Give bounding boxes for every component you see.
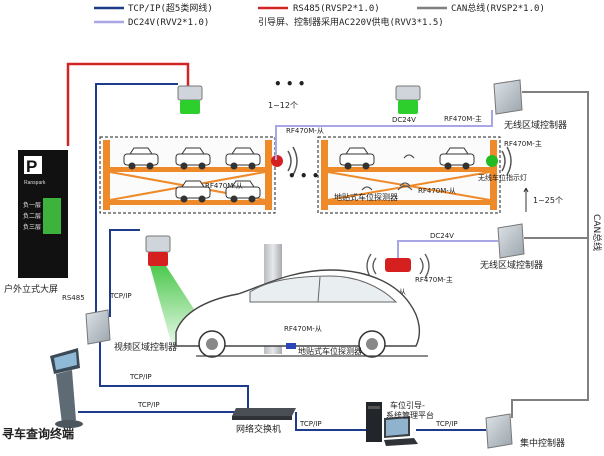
tcp-line-video xyxy=(109,229,140,317)
legend-can-text: CAN总线(RVSP2*1.0) xyxy=(451,2,545,14)
can-bus-line xyxy=(511,91,589,418)
signal-waves-left xyxy=(287,146,298,176)
rf-slave-label-car: RF470M-从 xyxy=(284,325,322,333)
tcpip-label-2: TCP/IP xyxy=(129,373,152,381)
wireless-controller-mid xyxy=(497,223,525,259)
query-terminal xyxy=(50,348,83,428)
dc24-line-top xyxy=(275,110,493,160)
screen-brand: Ranspark xyxy=(24,180,46,186)
central-controller xyxy=(485,413,513,449)
ground-detector-label-2: 地贴式车位探测器 xyxy=(298,346,362,356)
garage-cars xyxy=(123,147,475,203)
central-ctrl-label: 集中控制器 xyxy=(520,437,565,449)
video-area-controller xyxy=(85,309,111,345)
tcp-line-switch-left xyxy=(99,342,249,408)
video-ctrl-label: 视频区域控制器 xyxy=(114,341,177,353)
platform-label-1: 车位引导- xyxy=(390,400,425,410)
screen-logo: P xyxy=(26,157,37,176)
legend-tcp-text: TCP/IP(超5类网线) xyxy=(128,2,213,14)
wireless-controller-top xyxy=(493,79,523,115)
screen-row-2: 负二层 xyxy=(23,212,41,220)
outdoor-screen: P Ranspark 负一层 负二层 负三层 xyxy=(18,150,68,278)
dc24v-label-1: DC24V xyxy=(392,116,416,124)
signal-waves-indicator xyxy=(501,146,512,176)
tcpip-label-4: TCP/IP xyxy=(299,420,322,428)
indicator-label: 无线车位指示灯 xyxy=(478,173,527,182)
wireless-ctrl-label-1: 无线区域控制器 xyxy=(504,119,567,131)
green-indicator-light xyxy=(486,155,498,167)
rf-slave-label-1: RF470M-从 xyxy=(286,127,324,135)
guidance-screen-right xyxy=(395,85,421,114)
detector-waves xyxy=(361,154,415,191)
guidance-screen-left xyxy=(177,85,203,114)
rs485-line xyxy=(66,62,190,146)
screen-row-1: 负一层 xyxy=(23,201,41,209)
red-indicator-light xyxy=(271,155,283,167)
dots-top: • • • xyxy=(274,77,305,91)
can-bus-label: CAN总线 xyxy=(591,214,603,251)
rf-main-label-2: RF470M-主 xyxy=(504,139,542,148)
dc24-line-mid xyxy=(397,240,498,258)
outdoor-screen-label: 户外立式大屏 xyxy=(4,283,58,295)
query-terminal-label: 寻车查询终端 xyxy=(2,426,74,441)
count-25-label: 1~25个 xyxy=(533,196,563,205)
screen-row-3: 负三层 xyxy=(23,223,41,231)
management-server xyxy=(366,402,418,446)
switch-label: 网络交换机 xyxy=(236,423,281,435)
tcp-line-server xyxy=(295,412,366,431)
rf-slave-label-3: RF470M-从 xyxy=(418,187,456,195)
legend-dc24-text: DC24V(RVV2*1.0) xyxy=(128,18,209,28)
legend-rs485-text: RS485(RVSP2*1.0) xyxy=(293,4,380,14)
wireless-detector-mid xyxy=(366,253,430,279)
dc24v-label-2: DC24V xyxy=(430,232,454,240)
ground-detector-label-1: 地贴式车位探测器 xyxy=(334,192,398,202)
rf-slave-label-2: RF470M-从 xyxy=(205,182,243,190)
ground-detector-device xyxy=(286,343,296,349)
dots-mid: • • • xyxy=(288,169,319,183)
rf-main-label-3: RF470M-主 xyxy=(415,275,453,284)
wireless-ctrl-label-2: 无线区域控制器 xyxy=(480,259,543,271)
legend: TCP/IP(超5类网线) RS485(RVSP2*1.0) CAN总线(RVS… xyxy=(94,2,545,28)
tcpip-label-1: TCP/IP xyxy=(109,292,132,300)
legend-power-text: 引导屏、控制器采用AC220V供电(RVV3*1.5) xyxy=(258,16,444,28)
count-12-label: 1~12个 xyxy=(268,101,298,110)
network-switch xyxy=(232,408,296,420)
large-car xyxy=(175,269,421,358)
tcp-line-top xyxy=(95,83,178,313)
rf-main-label-1: RF470M-主 xyxy=(444,114,482,123)
tcpip-label-3: TCP/IP xyxy=(137,401,160,409)
rs485-side-label: RS485 xyxy=(62,294,85,302)
tcpip-label-5: TCP/IP xyxy=(435,420,458,428)
count-arrow xyxy=(523,187,529,212)
platform-label-2: 系统管理平台 xyxy=(386,410,434,420)
